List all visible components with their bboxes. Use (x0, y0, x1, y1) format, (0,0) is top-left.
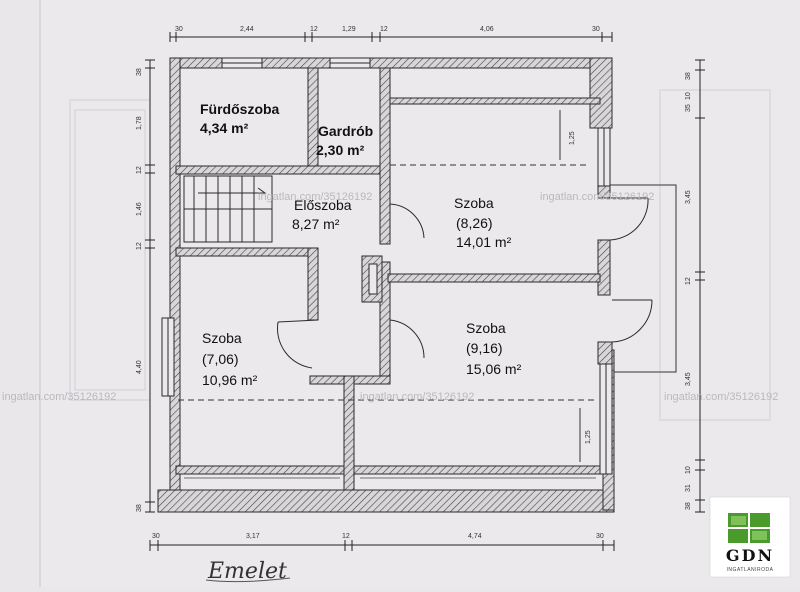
room-sw-dims: (7,06) (202, 351, 239, 367)
right-dimension-line (695, 59, 705, 513)
room-bathroom-name: Fürdőszoba (200, 101, 280, 117)
room-se-dims: (9,16) (466, 340, 503, 356)
dim-left-2: 1,78 (136, 116, 143, 130)
room-sw-name: Szoba (202, 330, 242, 346)
watermark-4: ingatlan.com/35126192 (360, 391, 474, 403)
left-dimension-line (145, 59, 155, 513)
dim-top-2: 2,44 (240, 26, 254, 33)
watermark-5: ingatlan.com/35126192 (664, 391, 778, 403)
dim-right-2: 10 (685, 92, 692, 100)
room-hall-area: 8,27 m² (292, 216, 340, 232)
dim-left-7: 38 (136, 504, 143, 512)
dim-right-7: 10 (685, 466, 692, 474)
dim-right-9: 38 (685, 502, 692, 510)
bottom-dimension-line (149, 540, 615, 551)
room-se-area: 15,06 m² (466, 361, 522, 377)
watermark-3: ingatlan.com/35126192 (2, 391, 116, 403)
logo-subtitle: INGATLANIRODA (727, 567, 774, 573)
room-bathroom-area: 4,34 m² (200, 120, 249, 136)
room-ne-area: 14,01 m² (456, 234, 512, 250)
window-height-2: 1,25 (585, 430, 592, 444)
dim-bottom-1: 30 (152, 533, 160, 540)
floor-label: Emelet (207, 559, 287, 584)
room-ne: Szoba (8,26) 14,01 m² (454, 195, 512, 250)
dim-right-3: 35 (685, 104, 692, 112)
room-ne-name: Szoba (454, 195, 494, 211)
room-ne-dims: (8,26) (456, 215, 493, 231)
dim-left-1: 38 (136, 68, 143, 76)
dim-right-1: 38 (685, 72, 692, 80)
room-wardrobe: Gardrób 2,30 m² (316, 123, 373, 158)
logo-text: GDN (726, 546, 774, 565)
dim-top-7: 30 (592, 26, 600, 33)
height-markers (559, 110, 581, 462)
dim-top-6: 4,06 (480, 26, 494, 33)
doors (277, 197, 653, 369)
dim-left-3: 12 (136, 166, 143, 174)
dim-bottom-4: 4,74 (468, 533, 482, 540)
window-height-1: 1,25 (569, 131, 576, 145)
gdn-logo: GDN INGATLANIRODA (709, 496, 791, 578)
dashed-lines (178, 164, 598, 401)
dim-top-5: 12 (380, 26, 388, 33)
watermark-2: ingatlan.com/35126192 (540, 191, 654, 203)
room-hall: Előszoba 8,27 m² (292, 197, 352, 232)
dim-left-5: 12 (136, 242, 143, 250)
dim-left-4: 1,46 (136, 202, 143, 216)
room-bathroom: Fürdőszoba 4,34 m² (200, 101, 280, 136)
watermark-1: ingatlan.com/35126192 (258, 191, 372, 203)
room-wardrobe-area: 2,30 m² (316, 142, 365, 158)
room-sw: Szoba (7,06) 10,96 m² (202, 330, 258, 388)
room-se: Szoba (9,16) 15,06 m² (466, 320, 522, 377)
dim-top-4: 1,29 (342, 26, 356, 33)
dim-right-5: 12 (685, 277, 692, 285)
top-dimension-line (169, 32, 613, 42)
dim-bottom-5: 30 (596, 533, 604, 540)
dim-left-6: 4,40 (136, 360, 143, 374)
room-sw-area: 10,96 m² (202, 372, 258, 388)
dim-bottom-2: 3,17 (246, 533, 260, 540)
balcony-outline (608, 184, 677, 373)
east-walls (597, 127, 613, 475)
interior-walls (175, 67, 601, 491)
dim-top-3: 12 (310, 26, 318, 33)
chimney-shaft (361, 255, 383, 303)
dim-right-6: 3,45 (685, 372, 692, 386)
room-se-name: Szoba (466, 320, 506, 336)
staircase (183, 175, 273, 243)
left-window (161, 317, 175, 397)
dim-top-1: 30 (175, 26, 183, 33)
room-hall-name: Előszoba (294, 197, 352, 213)
dim-right-4: 3,45 (685, 190, 692, 204)
dim-bottom-3: 12 (342, 533, 350, 540)
top-windows (221, 57, 371, 69)
dim-right-8: 31 (685, 484, 692, 492)
room-wardrobe-name: Gardrób (318, 123, 373, 139)
